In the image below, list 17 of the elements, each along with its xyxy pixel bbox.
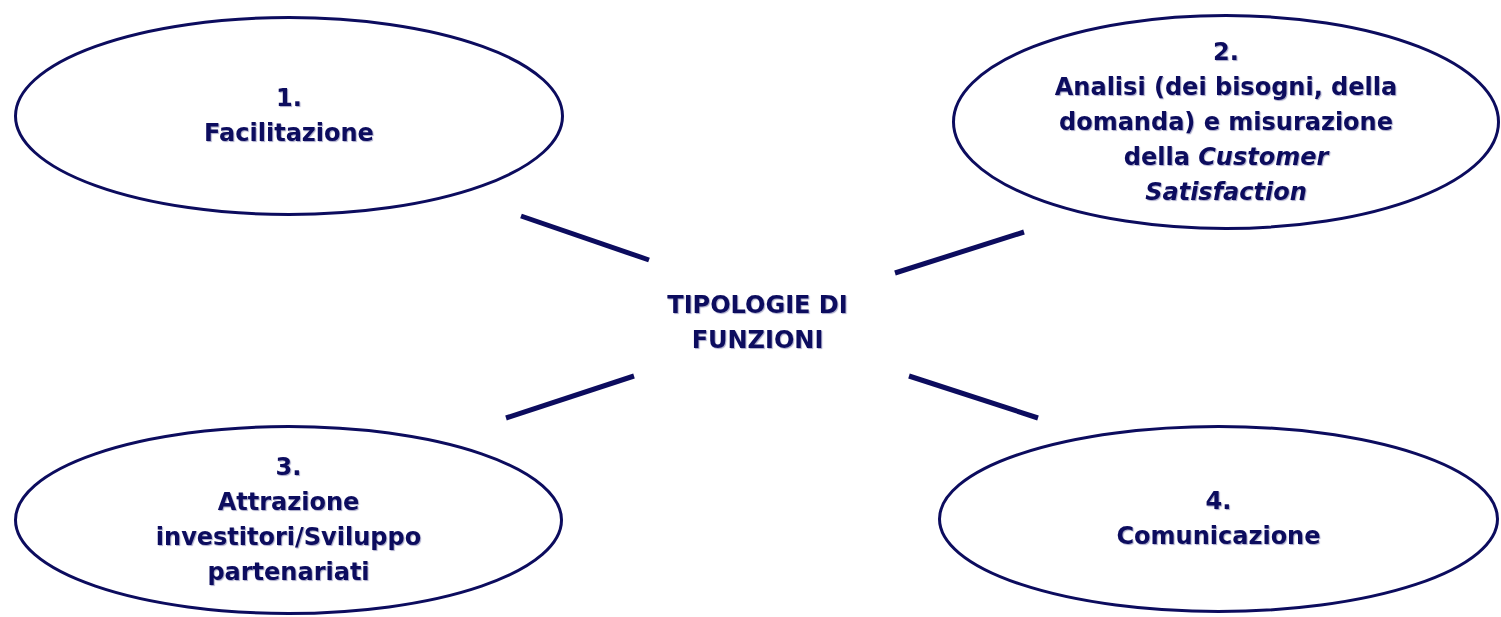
item-number: 1. [276, 83, 302, 114]
oval [14, 425, 563, 615]
item-number: 3. [275, 452, 302, 483]
oval [938, 425, 1499, 613]
connector-line [908, 373, 1039, 421]
connector-line [894, 229, 1025, 276]
connector-line [520, 213, 650, 263]
item-number: 2. [1213, 36, 1239, 68]
item-number: 4. [1205, 486, 1232, 517]
label-text: Comunicazione [1116, 521, 1321, 552]
connector-line [505, 373, 635, 421]
label-text: TIPOLOGIE DI FUNZIONI [666, 290, 849, 356]
label-text: Facilitazione [204, 118, 374, 149]
oval [952, 14, 1500, 230]
label-text: Analisi (dei bisogni, della domanda) e misurazione della Customer Satisfaction [1053, 71, 1399, 208]
oval [14, 16, 564, 216]
label-text: Attrazione investitori/Sviluppo partenariati [154, 487, 423, 588]
